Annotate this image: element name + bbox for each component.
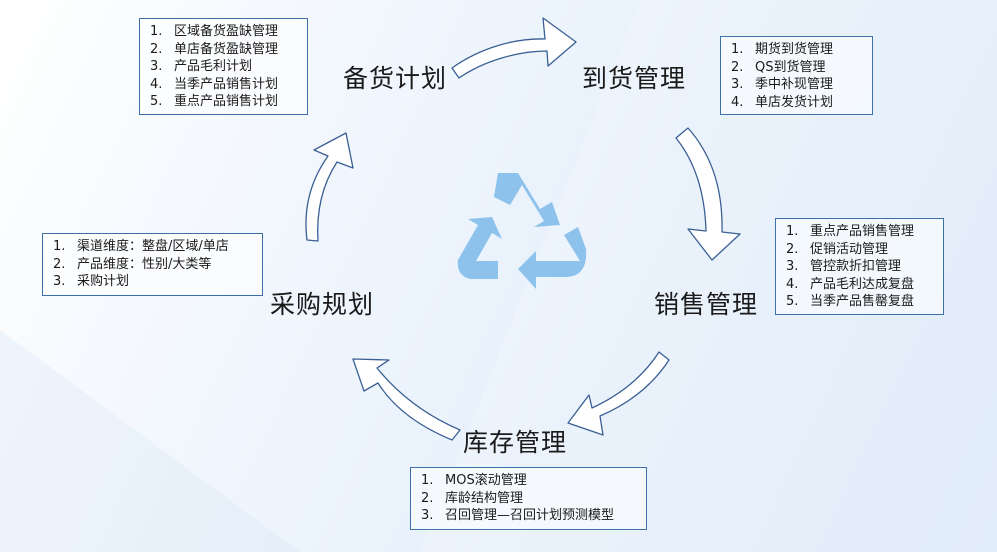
list-item: 2.产品维度：性别/大类等: [53, 256, 212, 272]
list-item: 3.管控款折扣管理: [786, 259, 902, 274]
list-item: 3.产品毛利计划: [150, 59, 253, 74]
list-item: 2.促销活动管理: [786, 241, 889, 257]
list-item: 1.重点产品销售管理: [786, 224, 915, 239]
list-item: 1.渠道维度：整盘/区域/单店: [53, 239, 229, 254]
stage-label-purchase: 采购规划: [270, 290, 375, 319]
sales-box: 1.重点产品销售管理 2.促销活动管理 3.管控款折扣管理 4.产品毛利达成复盘…: [775, 218, 944, 315]
list-item: 2.单店备货盈缺管理: [150, 41, 279, 57]
arrow-stock-to-arrival: [451, 17, 577, 79]
arrival-box: 1.期货到货管理 2.QS到货管理 3.季中补现管理 4.单店发货计划: [720, 36, 873, 115]
list-item: 5.重点产品销售计划: [150, 94, 279, 109]
recycle-icon: [457, 173, 587, 289]
list-item: 1.MOS滚动管理: [421, 473, 527, 488]
arrow-arrival-to-sales: [675, 127, 741, 261]
list-item: 4.单店发货计划: [731, 94, 834, 110]
list-item: 3.季中补现管理: [731, 77, 834, 92]
stock-plan-box: 1.区域备货盈缺管理 2.单店备货盈缺管理 3.产品毛利计划 4.当季产品销售计…: [139, 18, 308, 115]
list-item: 4.当季产品销售计划: [150, 76, 279, 92]
list-item: 1.区域备货盈缺管理: [150, 24, 279, 39]
list-item: 5.当季产品售罄复盘: [786, 294, 915, 309]
stage-label-stock-plan: 备货计划: [343, 64, 448, 93]
list-item: 2.QS到货管理: [731, 59, 826, 75]
inventory-box: 1.MOS滚动管理 2.库龄结构管理 3.召回管理—召回计划预测模型: [410, 467, 647, 530]
arrow-inventory-to-purchase: [352, 358, 461, 441]
stage-label-inventory: 库存管理: [463, 428, 568, 457]
stage-label-sales: 销售管理: [654, 290, 759, 319]
stage-label-arrival: 到货管理: [582, 64, 687, 93]
list-item: 3.采购计划: [53, 274, 130, 289]
list-item: 1.期货到货管理: [731, 42, 834, 57]
list-item: 4.产品毛利达成复盘: [786, 276, 915, 292]
list-item: 3.召回管理—召回计划预测模型: [421, 508, 615, 523]
list-item: 2.库龄结构管理: [421, 490, 524, 506]
arrow-sales-to-inventory: [567, 351, 670, 436]
purchase-box: 1.渠道维度：整盘/区域/单店 2.产品维度：性别/大类等 3.采购计划: [42, 233, 263, 296]
arrow-purchase-to-stock: [305, 132, 354, 242]
